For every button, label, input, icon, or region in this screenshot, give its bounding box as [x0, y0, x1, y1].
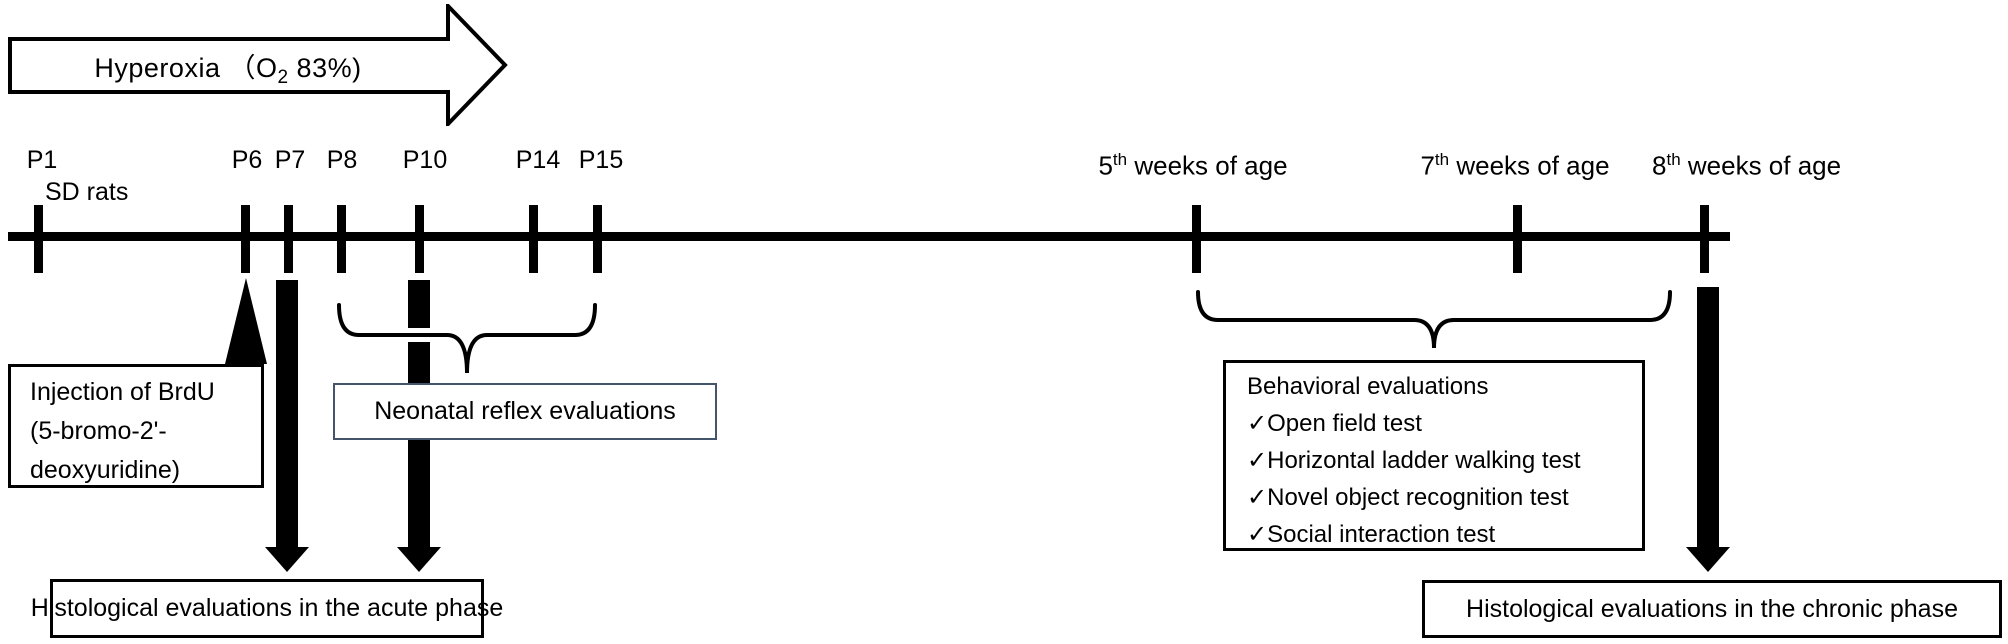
- hyperoxia-label: Hyperoxia （O2 83%): [8, 39, 448, 92]
- tick-p7: [284, 205, 293, 273]
- label-p15: P15: [578, 146, 624, 174]
- behavioral-item-social: ✓Social interaction test: [1247, 521, 1496, 548]
- behavioral-brace-icon: [1196, 290, 1672, 349]
- hyperoxia-label-pre: Hyperoxia （O: [94, 53, 278, 83]
- acute-histology-label: Histological evaluations in the acute ph…: [30, 594, 504, 622]
- label-week8: 8th weeks of age: [1652, 150, 1841, 182]
- tick-week7: [1513, 205, 1522, 273]
- tick-week5: [1192, 205, 1201, 273]
- week5-rest: weeks of age: [1127, 150, 1288, 181]
- behavioral-item-novel-object: ✓Novel object recognition test: [1247, 484, 1569, 511]
- label-p14: P14: [515, 146, 561, 174]
- tick-p14: [529, 205, 538, 273]
- week5-ordinal: th: [1112, 150, 1128, 169]
- week8-ordinal: th: [1666, 150, 1681, 169]
- week7-ordinal: th: [1434, 150, 1450, 169]
- label-p7: P7: [274, 146, 306, 174]
- neonatal-brace-icon: [337, 303, 597, 374]
- behavioral-item-ladder: ✓Horizontal ladder walking test: [1247, 447, 1581, 474]
- label-p1: P1: [26, 146, 58, 174]
- acute-histology-box: Histological evaluations in the acute ph…: [31, 579, 503, 638]
- label-p6: P6: [231, 146, 263, 174]
- brdu-injection-box: Injection of BrdU (5-bromo-2'- deoxyurid…: [8, 364, 264, 488]
- tick-p1: [34, 205, 43, 273]
- week5-number: 5: [1098, 150, 1113, 181]
- timeline-axis: [8, 232, 1730, 241]
- tick-p8: [337, 205, 346, 273]
- behavioral-title: Behavioral evaluations: [1247, 373, 1489, 400]
- chronic-histology-label: Histological evaluations in the chronic …: [1466, 594, 1958, 623]
- week8-arrow-shaft: [1697, 287, 1719, 547]
- tick-p15: [593, 205, 602, 273]
- hyperoxia-label-post: 83%): [288, 53, 362, 83]
- hyperoxia-arrow-icon: [8, 4, 508, 126]
- week8-down-arrow-icon: [1686, 547, 1730, 572]
- p7-arrow-shaft: [276, 280, 298, 547]
- neonatal-reflex-box: Neonatal reflex evaluations: [333, 383, 717, 440]
- label-week7: 7th weeks of age: [1420, 150, 1609, 182]
- neonatal-reflex-label: Neonatal reflex evaluations: [374, 397, 676, 425]
- label-p8: P8: [326, 146, 358, 174]
- p7-down-arrow-icon: [265, 547, 309, 572]
- p10-down-arrow-icon: [397, 547, 441, 572]
- brdu-line-2: (5-bromo-2'-: [30, 417, 167, 445]
- behavioral-evaluations-box: Behavioral evaluations ✓Open field test …: [1223, 360, 1645, 551]
- brdu-line-1: Injection of BrdU: [30, 378, 215, 406]
- chronic-histology-box: Histological evaluations in the chronic …: [1422, 580, 2002, 638]
- tick-week8: [1700, 205, 1709, 273]
- behavioral-item-open-field: ✓Open field test: [1247, 410, 1422, 437]
- strain-label: SD rats: [45, 178, 129, 206]
- tick-p6: [241, 205, 250, 273]
- hyperoxia-o2-subscript: 2: [277, 67, 289, 88]
- brdu-callout-pointer-icon: [225, 278, 267, 364]
- week8-rest: weeks of age: [1680, 150, 1842, 181]
- tick-p10: [415, 205, 424, 273]
- brdu-line-3: deoxyuridine): [30, 456, 181, 484]
- label-p10: P10: [402, 146, 448, 174]
- week7-rest: weeks of age: [1449, 150, 1610, 181]
- label-week5: 5th weeks of age: [1098, 150, 1287, 182]
- week8-number: 8: [1652, 150, 1667, 181]
- week7-number: 7: [1420, 150, 1435, 181]
